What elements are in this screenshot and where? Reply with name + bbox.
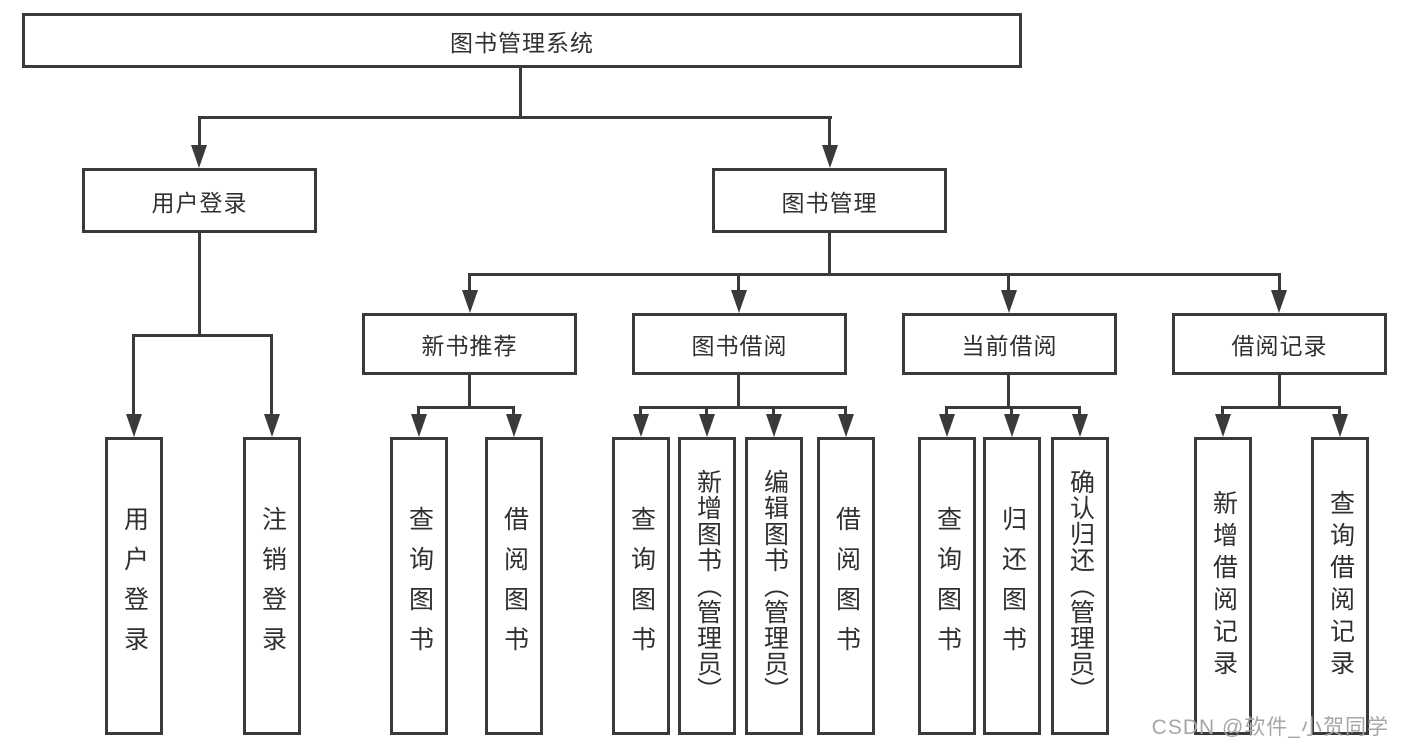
connector-line: [198, 116, 832, 119]
watermark: CSDN @软件_小贺同学: [1151, 716, 1389, 739]
node-book-borrow: 图书借阅: [632, 313, 847, 375]
arrowhead-icon: [264, 414, 280, 437]
node-label: 借阅记录: [1231, 333, 1328, 359]
connector-line: [1010, 406, 1013, 418]
node-user-login: 用户登录: [82, 168, 317, 233]
connector-line: [417, 406, 420, 418]
arrowhead-icon: [191, 145, 207, 168]
leaf-edit-books-admin: 编辑图书（管理员）: [745, 437, 803, 735]
connector-line: [639, 406, 847, 409]
connector-line: [198, 117, 201, 150]
connector-line: [1221, 406, 1224, 418]
connector-line: [705, 406, 708, 418]
connector-line: [1078, 406, 1081, 418]
node-label: 图书管理: [781, 189, 878, 216]
node-current-borrow: 当前借阅: [902, 313, 1117, 375]
leaf-add-books-admin: 新增图书（管理员）: [678, 437, 736, 735]
arrowhead-icon: [1001, 290, 1017, 313]
leaf-borrow-books: 借阅图书: [817, 437, 875, 735]
leaf-label: 查询图书: [627, 506, 656, 666]
leaf-label: 新增图书（管理员）: [693, 469, 722, 703]
connector-line: [828, 117, 831, 150]
connector-line: [772, 406, 775, 418]
leaf-label: 查询图书: [405, 506, 434, 666]
leaf-label: 用户登录: [120, 506, 149, 666]
leaf-add-borrow-record: 新增借阅记录: [1194, 437, 1252, 735]
leaf-label: 确认归还（管理员）: [1066, 469, 1095, 703]
leaf-borrow-books: 借阅图书: [485, 437, 543, 735]
connector-line: [132, 334, 273, 337]
connector-line: [417, 406, 515, 409]
arrowhead-icon: [411, 414, 427, 437]
leaf-query-books: 查询图书: [918, 437, 976, 735]
connector-line: [844, 406, 847, 418]
connector-line: [1007, 274, 1010, 293]
connector-line: [945, 406, 1081, 409]
arrowhead-icon: [1215, 414, 1231, 437]
arrowhead-icon: [1004, 414, 1020, 437]
leaf-label: 新增借阅记录: [1209, 490, 1238, 682]
connector-line: [737, 274, 740, 293]
node-root: 图书管理系统: [22, 13, 1022, 68]
node-label: 用户登录: [151, 189, 248, 216]
arrowhead-icon: [822, 145, 838, 168]
node-label: 当前借阅: [961, 333, 1058, 359]
connector-line: [1278, 375, 1281, 408]
arrowhead-icon: [1271, 290, 1287, 313]
node-label: 新书推荐: [421, 333, 518, 359]
leaf-label: 归还图书: [998, 506, 1027, 666]
leaf-label: 借阅图书: [500, 506, 529, 666]
arrowhead-icon: [939, 414, 955, 437]
leaf-label: 查询图书: [933, 506, 962, 666]
node-label: 图书借阅: [691, 333, 788, 359]
arrowhead-icon: [731, 290, 747, 313]
connector-line: [468, 273, 1281, 276]
leaf-logout: 注销登录: [243, 437, 301, 735]
leaf-label: 编辑图书（管理员）: [760, 469, 789, 703]
connector-line: [198, 232, 201, 336]
leaf-return-books: 归还图书: [983, 437, 1041, 735]
node-borrow-records: 借阅记录: [1172, 313, 1387, 375]
node-new-book-recommend: 新书推荐: [362, 313, 577, 375]
connector-line: [945, 406, 948, 418]
arrowhead-icon: [126, 414, 142, 437]
connector-line: [270, 334, 273, 418]
leaf-query-borrow-record: 查询借阅记录: [1311, 437, 1369, 735]
connector-line: [519, 68, 522, 119]
connector-line: [1221, 406, 1341, 409]
connector-line: [512, 406, 515, 418]
arrowhead-icon: [838, 414, 854, 437]
arrowhead-icon: [699, 414, 715, 437]
leaf-confirm-return-admin: 确认归还（管理员）: [1051, 437, 1109, 735]
connector-line: [468, 274, 471, 293]
node-root-label: 图书管理系统: [450, 29, 594, 56]
leaf-user-login: 用户登录: [105, 437, 163, 735]
connector-line: [639, 406, 642, 418]
leaf-query-books: 查询图书: [612, 437, 670, 735]
arrowhead-icon: [462, 290, 478, 313]
leaf-query-books: 查询图书: [390, 437, 448, 735]
connector-line: [828, 233, 831, 275]
connector-line: [468, 375, 471, 408]
leaf-label: 注销登录: [258, 506, 287, 666]
arrowhead-icon: [766, 414, 782, 437]
node-book-management: 图书管理: [712, 168, 947, 233]
connector-line: [737, 375, 740, 408]
connector-line: [1338, 406, 1341, 418]
connector-line: [1007, 375, 1010, 408]
connector-line: [132, 334, 135, 418]
arrowhead-icon: [1072, 414, 1088, 437]
arrowhead-icon: [506, 414, 522, 437]
arrowhead-icon: [1332, 414, 1348, 437]
connector-line: [1278, 274, 1281, 293]
leaf-label: 查询借阅记录: [1326, 490, 1355, 682]
leaf-label: 借阅图书: [832, 506, 861, 666]
arrowhead-icon: [633, 414, 649, 437]
